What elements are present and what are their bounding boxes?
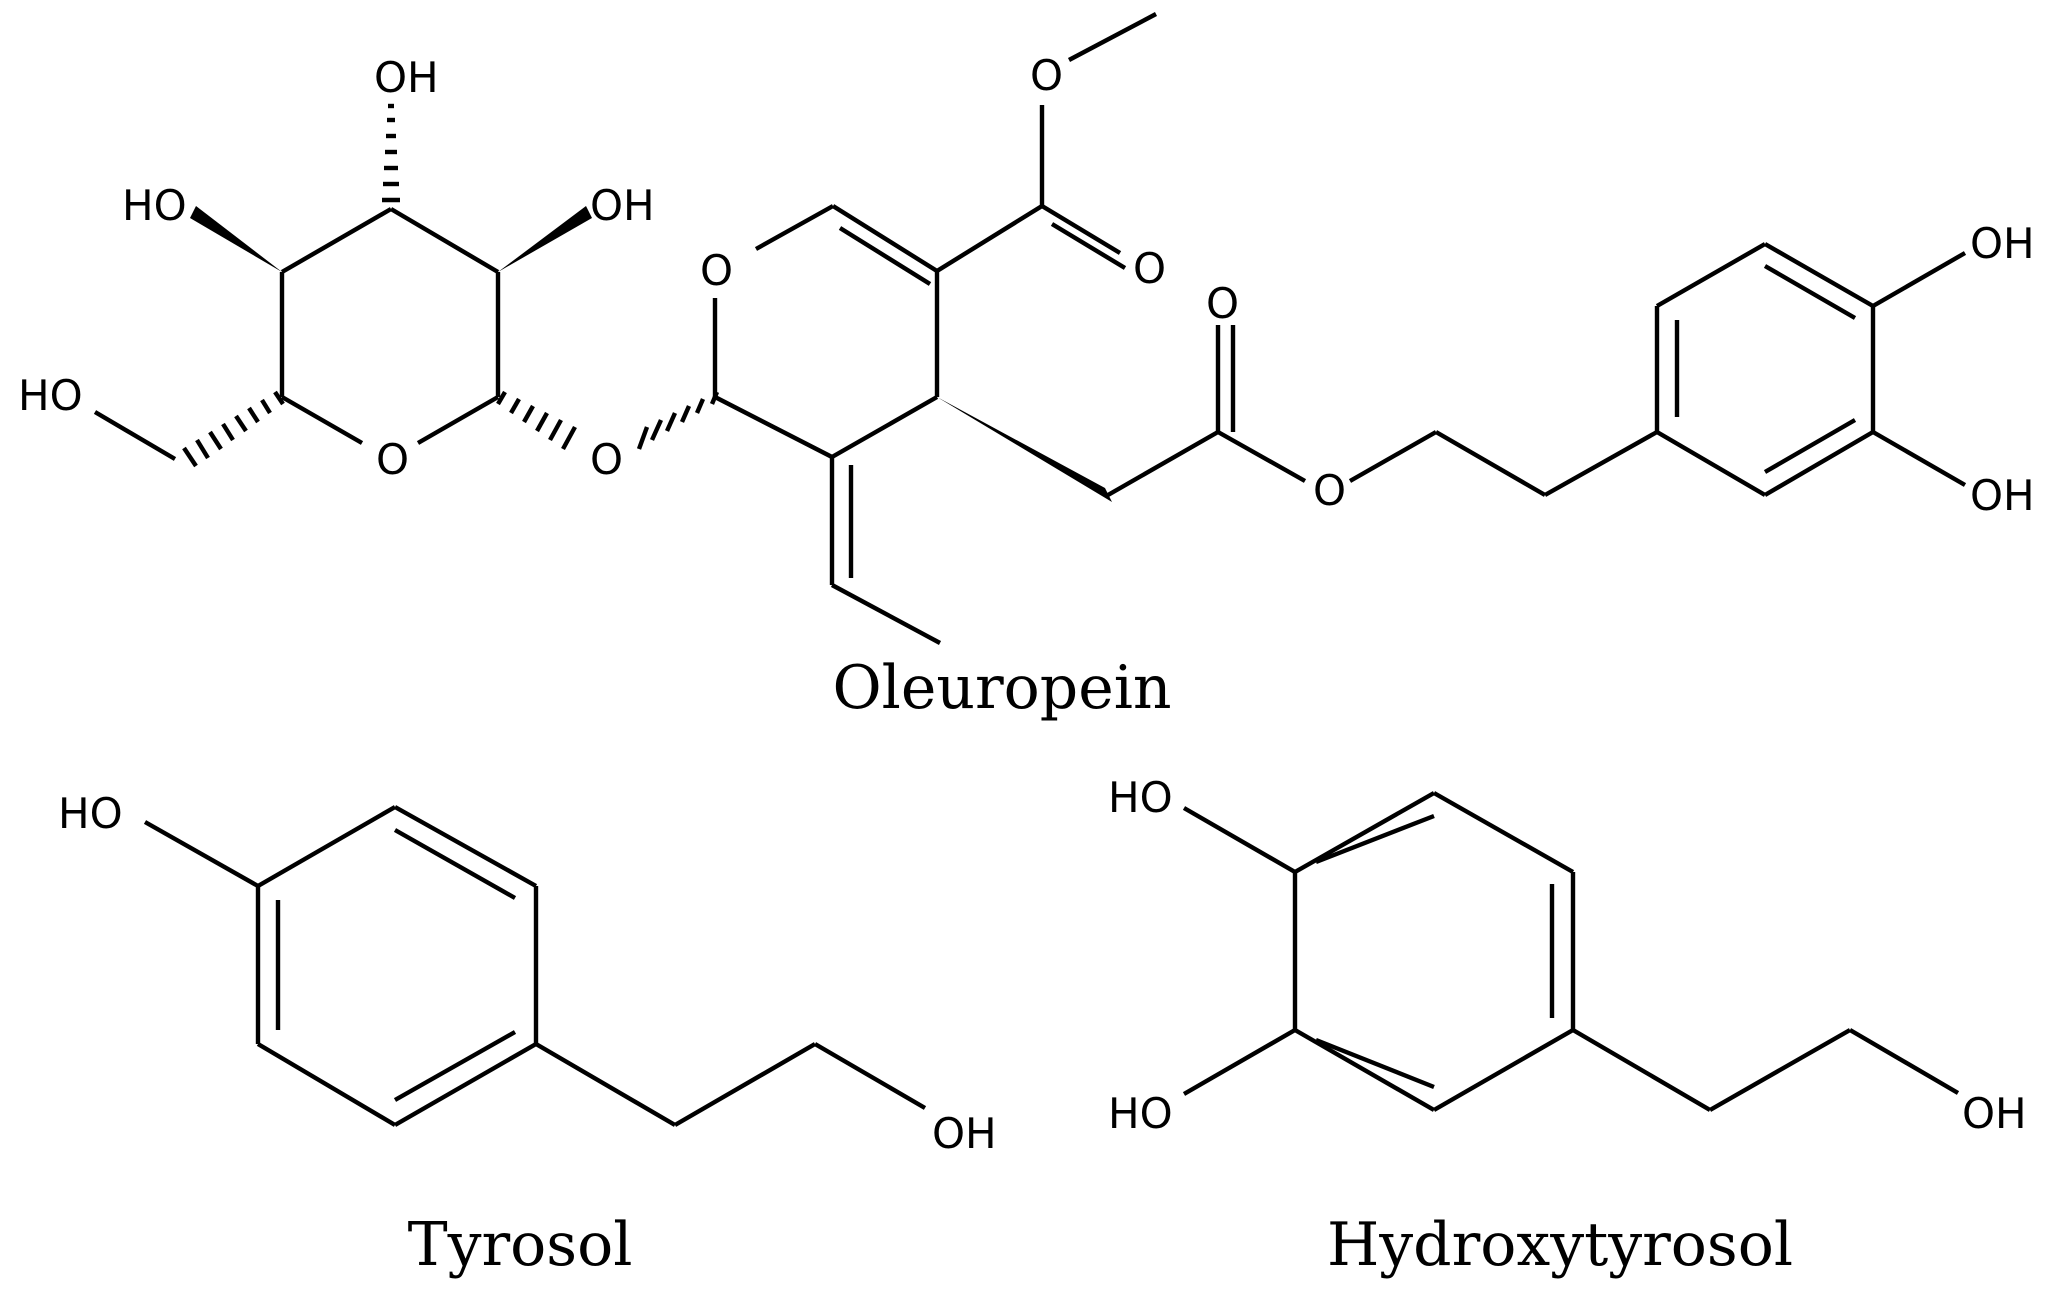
atom-label: O <box>1133 244 1166 293</box>
atom-label: OH <box>1970 219 2035 268</box>
atom-label: HO <box>1108 1089 1173 1138</box>
atom-label: HO <box>122 181 187 230</box>
atom-label: O <box>1313 466 1346 515</box>
atom-label: OH <box>1970 471 2035 520</box>
atom-label: OH <box>374 53 439 102</box>
atom-label: HO <box>18 371 83 420</box>
oleuropein-name: Oleuropein <box>832 653 1171 723</box>
hashed-bond <box>182 390 285 468</box>
hashed-bond <box>496 390 577 451</box>
hashed-bond <box>636 391 720 450</box>
hydroxytyrosol-name: Hydroxytyrosol <box>1327 1210 1793 1280</box>
atom-label: O <box>700 246 733 295</box>
atom-label: HO <box>1108 773 1173 822</box>
atom-label: OH <box>590 181 655 230</box>
tyrosol-structure: HO OH Tyrosol <box>58 789 997 1280</box>
atom-label: O <box>376 435 409 484</box>
hydroxytyrosol-structure: HO HO OH Hydroxytyrosol <box>1108 773 2027 1280</box>
atom-label: O <box>1030 51 1063 100</box>
oleuropein-structure: OH HO OH HO O O O O O O O OH OH Oleurope… <box>18 12 2035 723</box>
atom-label: HO <box>58 789 123 838</box>
atom-label: O <box>590 435 623 484</box>
hashed-bond <box>382 103 400 203</box>
tyrosol-name: Tyrosol <box>408 1210 633 1280</box>
wedge-bond <box>937 397 1112 502</box>
atom-label: OH <box>1962 1089 2027 1138</box>
wedge-bond <box>190 206 282 272</box>
wedge-bond <box>498 206 592 272</box>
atom-label: O <box>1206 279 1239 328</box>
atom-label: OH <box>932 1109 997 1158</box>
